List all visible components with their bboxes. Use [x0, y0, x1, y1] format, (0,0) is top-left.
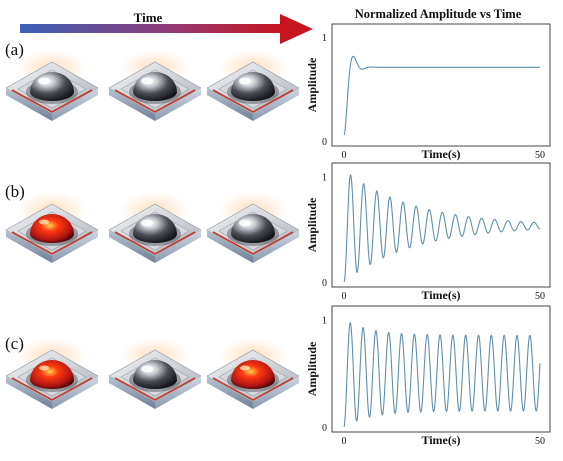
y-tick-label-0: 1	[322, 33, 327, 44]
chart-panel-2: 1 0 0 50 Time(s) Amplitude	[305, 305, 551, 447]
plot-frame	[331, 23, 551, 147]
device-2-1-cool	[108, 337, 202, 410]
row-label-b: (b)	[5, 182, 25, 201]
chart-panel-0: 1 0 0 50 Time(s) Amplitude	[305, 23, 551, 161]
x-axis-label: Time(s)	[421, 288, 460, 302]
time-arrow-label: Time	[134, 10, 163, 25]
y-tick-label-0: 1	[322, 315, 327, 326]
y-tick-label-0: 1	[322, 172, 327, 183]
x-axis-label: Time(s)	[421, 147, 460, 161]
x-axis-label: Time(s)	[421, 433, 460, 447]
time-arrow-shaft	[20, 24, 282, 33]
y-axis-label: Amplitude	[305, 341, 319, 396]
x-tick-label-1: 50	[535, 291, 545, 302]
chart-title: Normalized Amplitude vs Time	[355, 7, 522, 21]
x-tick-label-0: 0	[342, 150, 347, 161]
y-axis-label: Amplitude	[305, 57, 319, 112]
time-arrow-head	[280, 14, 313, 44]
device-0-2-cool	[206, 49, 300, 122]
x-tick-label-0: 0	[342, 436, 347, 447]
amplitude-series-line	[343, 322, 541, 428]
amplitude-series-line	[343, 55, 540, 136]
x-tick-label-1: 50	[535, 150, 545, 161]
chart-panel-1: 1 0 0 50 Time(s) Amplitude	[305, 162, 551, 302]
device-0-0-cool	[5, 49, 99, 122]
y-tick-label-1: 0	[322, 423, 327, 434]
y-tick-label-1: 0	[322, 278, 327, 289]
row-label-c: (c)	[5, 334, 24, 353]
device-1-1-cool	[108, 191, 202, 264]
device-1-0-hot	[5, 191, 99, 264]
amplitude-series-line	[343, 174, 541, 283]
device-grid	[5, 49, 300, 410]
x-tick-label-0: 0	[342, 291, 347, 302]
device-1-2-cool	[206, 191, 300, 264]
y-axis-label: Amplitude	[305, 197, 319, 252]
row-label-a: (a)	[5, 40, 24, 59]
device-0-1-cool	[108, 49, 202, 122]
plot-frame	[331, 305, 551, 433]
plot-frame	[331, 162, 551, 288]
time-arrow: Time	[20, 10, 313, 44]
x-tick-label-1: 50	[535, 436, 545, 447]
y-tick-label-1: 0	[322, 137, 327, 148]
device-2-2-hot	[206, 337, 300, 410]
